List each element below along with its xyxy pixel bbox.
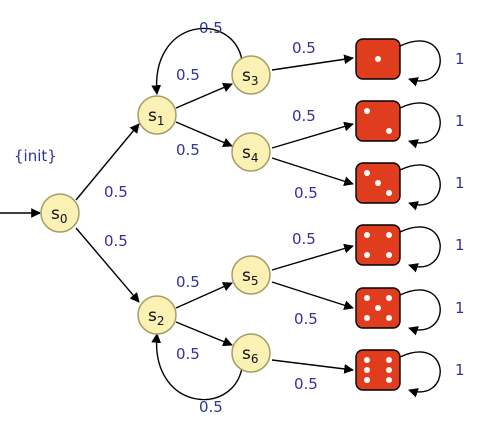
state-s1: s1 <box>137 95 177 135</box>
self-loop-prob: 1 <box>455 50 465 68</box>
die-pip <box>375 180 381 186</box>
node-circle <box>40 193 80 233</box>
die-pip <box>375 56 381 62</box>
prob-s0-s2: 0.5 <box>104 232 128 250</box>
die-pip <box>364 108 370 114</box>
state-s4: s4 <box>231 132 271 172</box>
die-pip <box>386 232 392 238</box>
self-loop-prob: 1 <box>455 174 465 192</box>
self-loop <box>399 40 441 87</box>
probability-labels: 0.5 0.5 0.5 0.5 0.5 0.5 0.5 0.5 0.5 0.5 … <box>104 19 318 416</box>
die-face-four: 1 <box>355 224 465 273</box>
die-body <box>355 100 401 142</box>
die-pip <box>364 367 370 373</box>
die-pip <box>364 170 370 176</box>
die-pip <box>386 377 392 383</box>
state-s3: s3 <box>231 55 271 95</box>
edge-s3-s1 <box>151 27 243 95</box>
node-label: s1 <box>148 106 165 128</box>
node-circle <box>231 333 271 373</box>
node-circle <box>137 295 177 335</box>
die-pip <box>386 252 392 258</box>
edge-s1-s3 <box>175 82 233 109</box>
node-circle <box>231 55 271 95</box>
prob-s2-s6: 0.5 <box>176 345 200 363</box>
node-label: s5 <box>242 266 259 288</box>
edge-s6-die6 <box>271 359 354 374</box>
state-s6: s6 <box>231 333 271 373</box>
prob-s1-s4: 0.5 <box>176 141 200 159</box>
die-pip <box>375 305 381 311</box>
edge-s1-s4 <box>175 121 233 148</box>
die-pip <box>364 357 370 363</box>
die-body <box>355 349 401 391</box>
edge-s2-s6 <box>175 321 233 347</box>
node-label: s4 <box>242 143 259 165</box>
prob-s5-die5: 0.5 <box>294 310 318 328</box>
die-face-three: 1 <box>355 162 465 211</box>
edge-s4-die2 <box>271 121 354 149</box>
die-pip <box>364 232 370 238</box>
node-circle <box>231 132 271 172</box>
die-pip <box>364 295 370 301</box>
edge-s2-s5 <box>175 282 233 309</box>
die-face-six: 1 <box>355 349 465 398</box>
prob-s3-s1: 0.5 <box>199 19 223 37</box>
die-pip <box>386 190 392 196</box>
self-loop-prob: 1 <box>455 299 465 317</box>
prob-s0-s1: 0.5 <box>104 183 128 201</box>
edge-s5-die5 <box>271 281 354 310</box>
self-loop <box>399 289 441 336</box>
die-face-one: 1 <box>355 38 465 87</box>
node-label: s0 <box>51 204 68 226</box>
self-loop-prob: 1 <box>455 236 465 254</box>
edge-s0-s1 <box>75 123 140 201</box>
edge-s4-die3 <box>271 157 354 186</box>
prob-s3-die1: 0.5 <box>292 39 316 57</box>
node-label: s3 <box>242 66 259 88</box>
die-pip <box>386 367 392 373</box>
die-pip <box>364 377 370 383</box>
node-label: s2 <box>148 306 165 328</box>
die-pip <box>364 252 370 258</box>
state-s0: s0 <box>40 193 80 233</box>
self-loop <box>399 102 441 149</box>
die-face-five: 1 <box>355 287 465 336</box>
node-circle <box>137 95 177 135</box>
prob-s6-die6: 0.5 <box>294 375 318 393</box>
transition-edges <box>75 27 354 401</box>
die-body <box>355 224 401 266</box>
state-s2: s2 <box>137 295 177 335</box>
node-label: s6 <box>242 344 259 366</box>
edge-s0-s2 <box>75 227 140 303</box>
prob-s4-die2: 0.5 <box>292 107 316 125</box>
node-circle <box>231 255 271 295</box>
prob-s5-die4: 0.5 <box>292 230 316 248</box>
edge-s5-die4 <box>271 243 354 271</box>
self-loop <box>399 226 441 273</box>
prob-s4-die3: 0.5 <box>294 184 318 202</box>
prob-s1-s3: 0.5 <box>176 66 200 84</box>
die-pip <box>386 128 392 134</box>
prob-s6-s2: 0.5 <box>199 398 223 416</box>
die-face-two: 1 <box>355 100 465 149</box>
prob-s2-s5: 0.5 <box>176 273 200 291</box>
state-s5: s5 <box>231 255 271 295</box>
init-label: {init} <box>14 147 57 165</box>
self-loop-prob: 1 <box>455 112 465 130</box>
edge-s3-die1 <box>271 54 354 71</box>
die-pip <box>364 315 370 321</box>
die-pip <box>386 295 392 301</box>
die-pip <box>386 357 392 363</box>
self-loop <box>399 351 441 398</box>
die-pip <box>386 315 392 321</box>
edge-s6-s2 <box>151 333 243 401</box>
self-loop <box>399 164 441 211</box>
self-loop-prob: 1 <box>455 361 465 379</box>
